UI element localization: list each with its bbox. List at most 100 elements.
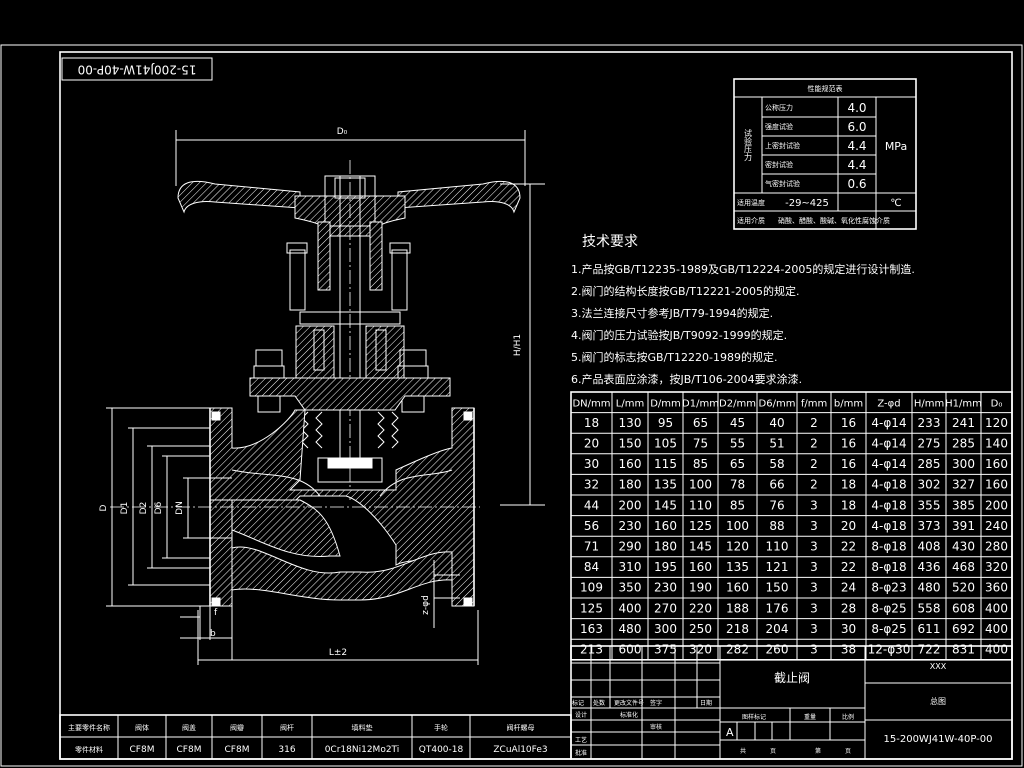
dim-table-cell: 110 [689,498,712,512]
tb-label-sign: 签字 [650,699,662,707]
outer-frame [0,44,1023,767]
dim-table-cell: 310 [619,560,642,574]
perf-row-3-value: 4.4 [847,139,866,153]
dim-table-cell: 18 [841,478,856,492]
dim-table-cell: 400 [985,601,1008,615]
dim-table-cell: 3 [810,643,818,657]
dim-table-cell: 8-φ18 [871,540,906,554]
materials-header: 阀体 [135,723,149,732]
dim-table-cell: 241 [952,416,975,430]
perf-row-3-label: 上密封试验 [765,141,800,150]
dim-table-cell: 44 [584,498,599,512]
dim-table-cell: 3 [810,498,818,512]
dim-table-cell: 66 [769,478,784,492]
perf-title: 性能规范表 [808,84,843,93]
dim-d6: D6 [154,501,164,514]
tb-label-change-doc: 更改文件号 [614,699,644,707]
dim-table-cell: 250 [689,622,712,636]
dim-table-cell: 385 [952,498,975,512]
tech-title: 技术要求 [582,234,638,250]
dim-table-cell: 85 [730,498,745,512]
dim-table-cell: 180 [654,540,677,554]
dim-table-header: L/mm [616,398,644,409]
perf-media-label: 适用介质 [737,216,765,225]
dim-table-header: D/mm [650,398,681,409]
perf-unit: MPa [885,140,907,153]
dim-table-cell: 109 [580,581,603,595]
rotated-code-text: 15-200J41W-40P-00 [78,63,197,77]
materials-value: CF8M [177,745,202,755]
materials-header: 手轮 [434,723,448,732]
dim-table-cell: 121 [766,560,789,574]
dim-table-cell: 160 [689,560,712,574]
dim-table-cell: 65 [730,457,745,471]
dim-table-cell: 85 [693,457,708,471]
dim-table-header: H/mm [914,398,944,409]
dim-table-cell: 400 [619,601,642,615]
dim-table-cell: 16 [841,416,856,430]
tb-product-name: 截止阀 [774,671,810,685]
dim-table-cell: 4-φ18 [871,498,906,512]
tb-xxx: XXX [930,662,947,671]
dim-table-cell: 140 [985,437,1008,451]
perf-media-value: 硝酸、醋酸、酸碱、氧化性腐蚀介质 [778,216,890,225]
tb-drawing-number: 15-200WJ41W-40P-00 [884,734,993,745]
dim-table-cell: 3 [810,519,818,533]
tb-label-date: 日期 [700,699,712,707]
dim-table-cell: 76 [769,498,784,512]
dim-table-cell: 300 [654,622,677,636]
dim-table-cell: 24 [841,581,856,595]
dim-table-cell: 391 [952,519,975,533]
dim-h: H/H1 [513,334,523,356]
dim-table-cell: 360 [985,581,1008,595]
dim-table-cell: 300 [952,457,975,471]
dim-table-cell: 204 [766,622,789,636]
dim-table-cell: 22 [841,540,856,554]
dim-table-cell: 480 [918,581,941,595]
dim-table-cell: 105 [654,437,677,451]
materials-value: 0Cr18Ni12Mo2Ti [325,745,400,755]
dim-table-border [570,391,1013,661]
dim-d2: D2 [139,502,149,515]
tech-item-2: 2.阀门的结构长度按GB/T12221-2005的规定. [571,284,799,298]
dim-table-cell: 18 [841,498,856,512]
tb-drawing-type: 总图 [930,696,946,706]
dim-table-cell: 722 [918,643,941,657]
dim-table-cell: 135 [726,560,749,574]
dim-table-cell: 145 [689,540,712,554]
dim-table-cell: 200 [619,498,642,512]
dim-table-cell: 611 [918,622,941,636]
performance-table: 性能规范表 试验压力 公称压力 4.0 强度试验 6.0 上密封试验 4.4 密… [733,78,917,230]
dim-table-cell: 2 [810,478,818,492]
dim-table-cell: 520 [952,581,975,595]
dim-l: L±2 [329,648,347,658]
dim-table-cell: 71 [584,540,599,554]
dim-table-cell: 218 [726,622,749,636]
rotated-code-box: 15-200J41W-40P-00 [61,57,213,81]
dim-d0: D₀ [337,127,348,137]
perf-row-2-label: 强度试验 [765,122,793,131]
dim-table-cell: 280 [985,540,1008,554]
dim-table-cell: 56 [584,519,599,533]
dim-table-cell: 28 [841,601,856,615]
title-block: 标记 处数 更改文件号 签字 日期 设计 标准化 审核 工艺 批准 截止阀 图样… [570,645,1013,760]
dim-table-header: b/mm [834,398,863,409]
dim-table-cell: 115 [654,457,677,471]
dim-table-cell: 375 [654,643,677,657]
dim-table-cell: 692 [952,622,975,636]
dim-table-cell: 230 [654,581,677,595]
tech-item-3: 3.法兰连接尺寸参考JB/T79-1994的规定. [571,306,773,320]
dim-table-cell: 8-φ25 [871,601,906,615]
dim-table-cell: 100 [689,478,712,492]
dim-table-cell: 2 [810,457,818,471]
perf-row-2-value: 6.0 [847,120,866,134]
dim-table-cell: 45 [730,416,745,430]
handwheel [177,180,301,214]
tb-label-mark: 标记 [572,699,584,707]
tb-label-review: 审核 [650,723,662,731]
perf-temp-label: 适用温度 [737,198,765,207]
dim-table-cell: 78 [730,478,745,492]
materials-header: 阀瓣 [230,723,244,732]
